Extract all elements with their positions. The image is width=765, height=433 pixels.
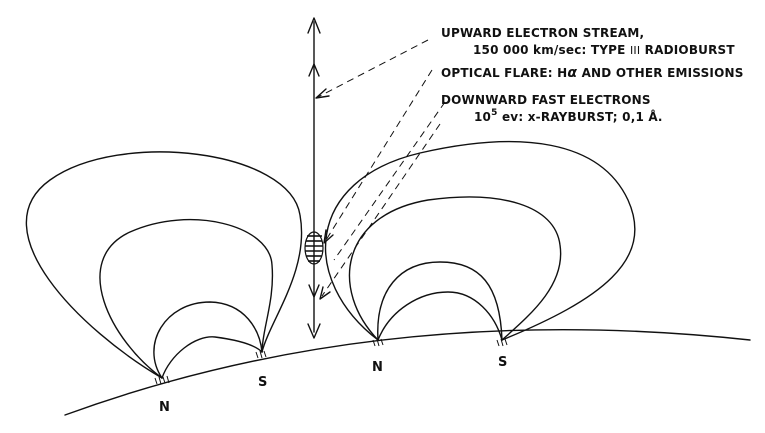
footpoint-right-s xyxy=(496,338,508,347)
left-inner-field-loop xyxy=(153,301,263,379)
leader-arrowhead-optical xyxy=(323,229,334,244)
pole-label-right-s: S xyxy=(498,355,507,370)
left-outer-field-loop xyxy=(25,151,303,379)
upward-mid-arrowhead xyxy=(308,63,320,77)
footpoint-left-s xyxy=(255,350,267,359)
leader-downward-electrons-2 xyxy=(321,123,441,297)
pole-label-left-n: N xyxy=(159,400,170,415)
leader-downward-electrons xyxy=(333,101,446,261)
optical-flare-label: OPTICAL FLARE: Hα AND OTHER EMISSIONS xyxy=(441,65,744,81)
right-inner-field-loop xyxy=(377,261,503,341)
footpoint-left-n xyxy=(154,375,170,385)
right-middle-field-loop xyxy=(348,196,562,341)
optical-flare-blob xyxy=(304,231,324,265)
pole-label-left-s: S xyxy=(258,375,267,390)
leader-upward-stream xyxy=(317,39,429,98)
pole-label-right-n: N xyxy=(372,360,383,375)
upward-arrowhead xyxy=(307,17,321,34)
footpoint-right-n xyxy=(372,338,384,347)
right-innermost-field-loop xyxy=(377,291,503,341)
leader-optical-flare xyxy=(325,69,433,241)
solar-surface xyxy=(64,328,751,416)
left-innermost-field-loop xyxy=(161,336,263,379)
leader-arrowhead-downward xyxy=(319,286,331,300)
upward-stream-label-line1: UPWARD ELECTRON STREAM, xyxy=(441,26,644,40)
upward-stream-label-line2: 150 000 km/sec: TYPE III RADIOBURST xyxy=(473,43,735,57)
downward-electrons-label-line1: DOWNWARD FAST ELECTRONS xyxy=(441,93,651,107)
leader-arrowhead-upward xyxy=(315,88,330,99)
downward-electrons-label-line2: 105 ev: x-RAYBURST; 0,1 Å. xyxy=(474,108,663,124)
right-outer-field-loop xyxy=(324,140,636,341)
left-middle-field-loop xyxy=(99,219,274,379)
downward-mid-arrowhead xyxy=(308,284,320,298)
downward-arrowhead xyxy=(307,323,321,339)
